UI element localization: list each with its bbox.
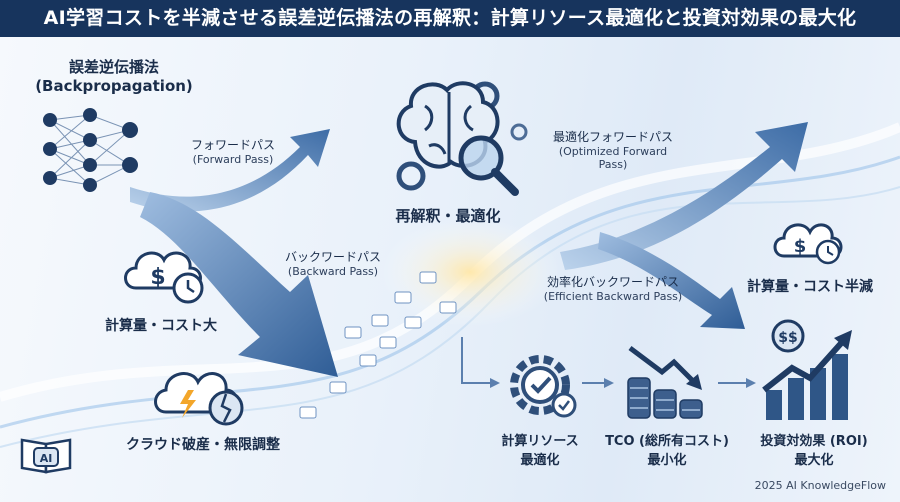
backward-arrow: [140, 192, 338, 377]
gear-check-icon: [510, 355, 577, 418]
dollar-icon: $$: [778, 330, 797, 346]
roi-growth-icon: $$: [762, 319, 852, 420]
forward-pass-title: フォワードパス: [190, 138, 275, 152]
page-title: AI学習コストを半減させる誤差逆伝播法の再解釈：計算リソース最適化と投資対効果の…: [0, 0, 900, 37]
reinterpret-text: 再解釈・最適化: [395, 207, 501, 225]
flow-arrowhead: [604, 378, 614, 388]
magnifier-icon: [458, 135, 504, 181]
efficient-backward-title: 効率化バックワードパス: [546, 275, 679, 289]
flow-diagram: [0, 122, 900, 448]
forward-pass-subtitle: (Forward Pass): [192, 153, 274, 166]
step3-line1: 投資対効果 (ROI): [760, 434, 868, 449]
backprop-title: 誤差逆伝播法: [68, 58, 159, 76]
step2-label: TCO (総所有コスト) 最小化: [602, 430, 732, 468]
step2-line2: 最小化: [647, 453, 687, 468]
optimized-forward-subtitle2: Pass): [598, 158, 628, 171]
backward-pass-title: バックワードパス: [284, 250, 381, 264]
dollar-icon: $: [794, 236, 807, 257]
step3-label: 投資対効果 (ROI) 最大化: [744, 430, 884, 468]
coin-stack-down-icon: [627, 346, 703, 419]
backward-pass-subtitle: (Backward Pass): [287, 265, 379, 278]
step2-line1: TCO (総所有コスト): [605, 434, 729, 449]
backward-pass-label: バックワードパス (Backward Pass): [278, 248, 388, 278]
efficient-backward-label: 効率化バックワードパス (Efficient Backward Pass): [528, 273, 698, 303]
step3-line2: 最大化: [794, 453, 834, 468]
cost-large-text: 計算量・コスト大: [105, 318, 217, 334]
data-cards: [299, 271, 457, 419]
reinterpret-label: 再解釈・最適化: [388, 205, 508, 226]
cost-half-label: 計算量・コスト半減: [740, 276, 880, 296]
ai-text: AI: [40, 452, 53, 465]
lightning-icon: [180, 390, 196, 418]
step1-line2: 最適化: [520, 453, 560, 468]
cost-half-cloud-icon: $: [773, 223, 843, 265]
forward-pass-label: フォワードパス (Forward Pass): [178, 136, 288, 166]
flow-arrowhead: [746, 378, 756, 388]
cost-cloud-icon: $: [124, 251, 204, 304]
optimized-forward-label: 最適化フォワードパス (Optimized Forward Pass): [538, 128, 688, 171]
efficient-backward-arrow: [598, 232, 745, 329]
cloud-bankrupt-label: クラウド破産・無限調整: [118, 434, 288, 454]
optimized-forward-title: 最適化フォワードパス: [552, 130, 673, 144]
ai-book-icon: AI: [20, 438, 72, 474]
cloud-bankrupt-icon: [154, 372, 244, 426]
optimized-forward-subtitle1: (Optimized Forward: [558, 145, 668, 158]
backprop-subtitle: (Backpropagation): [35, 77, 193, 95]
efficient-backward-subtitle: (Efficient Backward Pass): [543, 290, 683, 303]
copyright: 2025 AI KnowledgeFlow: [754, 479, 886, 492]
cost-half-text: 計算量・コスト半減: [747, 279, 873, 295]
neural-network-icon: [43, 108, 138, 192]
flow-arrowhead: [490, 378, 500, 388]
bottom-flow-line: [461, 337, 492, 384]
step1-label: 計算リソース 最適化: [480, 430, 600, 468]
step1-line1: 計算リソース: [501, 434, 579, 449]
cost-large-label: 計算量・コスト大: [96, 315, 226, 335]
brain-magnifier-icon: [396, 81, 528, 196]
backprop-label: 誤差逆伝播法 (Backpropagation): [34, 56, 194, 95]
glow: [380, 217, 560, 327]
cloud-bankrupt-text: クラウド破産・無限調整: [126, 437, 280, 453]
dollar-icon: $: [150, 265, 165, 290]
optimized-forward-arrow: [560, 122, 808, 270]
